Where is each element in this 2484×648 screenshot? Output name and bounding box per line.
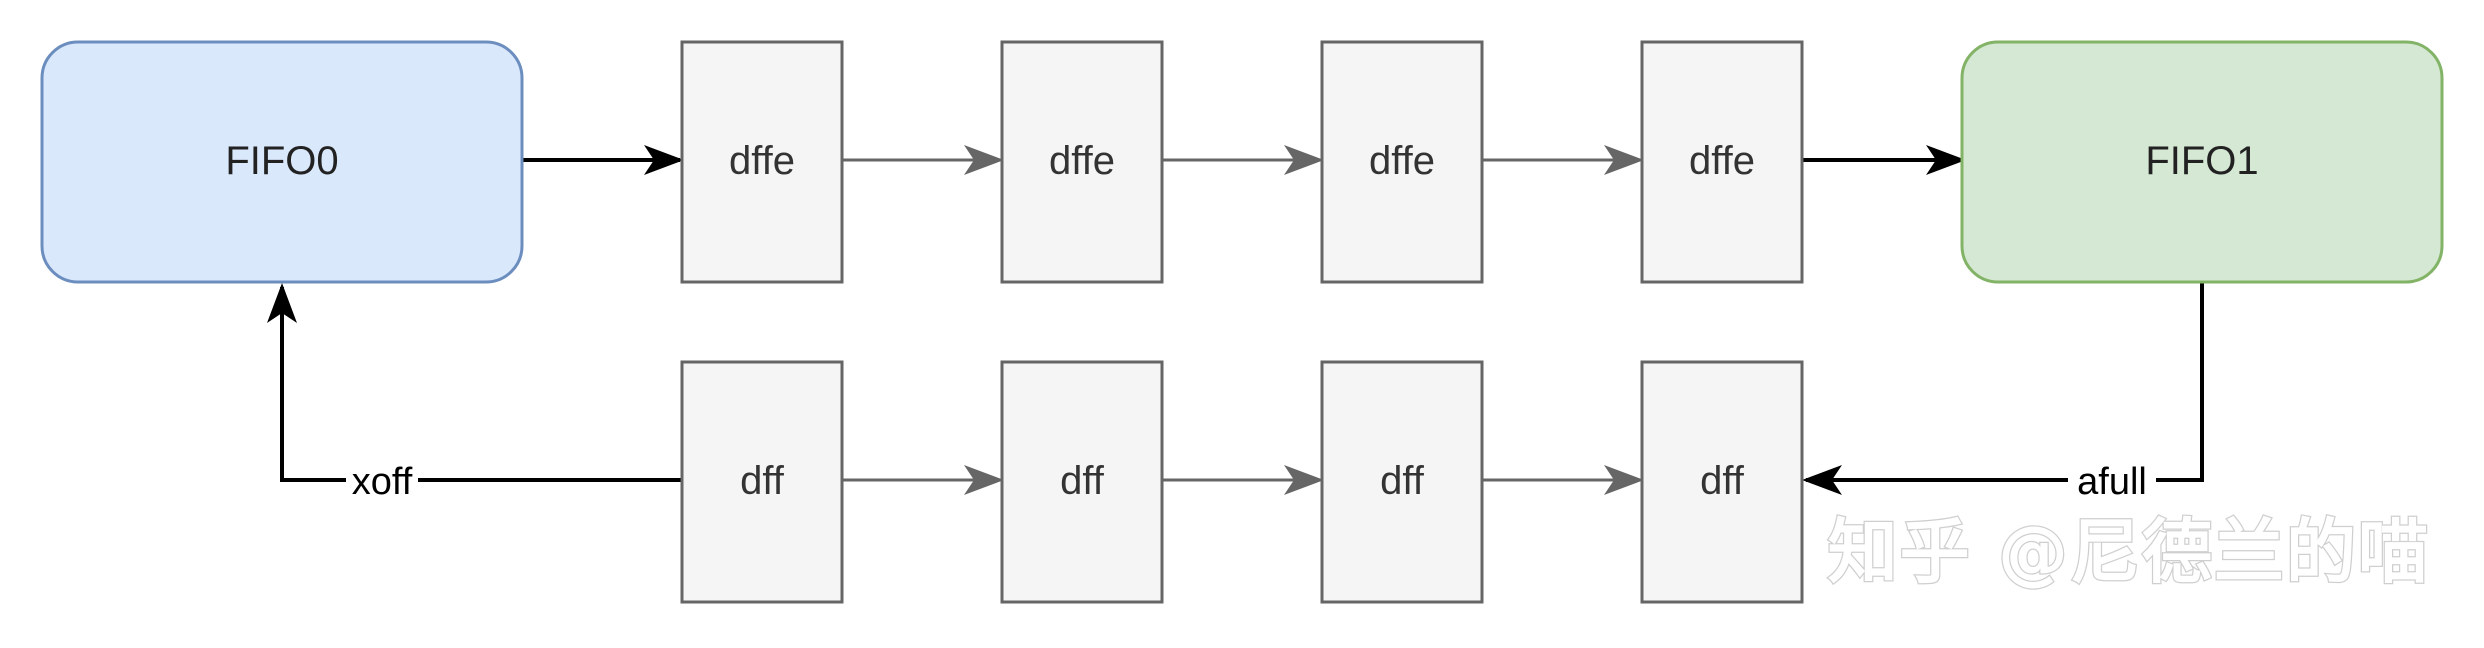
dff-stage-2-label: dff: [1060, 459, 1105, 503]
fifo0-label: FIFO0: [225, 139, 338, 183]
dff-stage-3-label: dff: [1380, 459, 1425, 503]
connectors: [267, 145, 2204, 495]
fifo0-box[interactable]: [40, 40, 524, 284]
afull-label-bg: [2068, 460, 2156, 502]
dffe-stage-2-label: dffe: [1049, 139, 1115, 183]
dffe-stage-3-label: dffe: [1369, 139, 1435, 183]
dff-stage-4[interactable]: dff: [1640, 360, 1804, 604]
dff-stage-1[interactable]: dff: [680, 360, 844, 604]
fifo1-node[interactable]: FIFO1: [1960, 40, 2444, 284]
fifo0-node[interactable]: FIFO0: [40, 40, 524, 284]
top-stage-row: dffe dffe dffe dffe: [680, 40, 1804, 284]
afull-label: afull: [2077, 461, 2147, 503]
dffe-stage-1-box[interactable]: [680, 40, 844, 284]
edge-fifo1-afull-to-dff4: [1802, 282, 2204, 495]
dff-stage-2[interactable]: dff: [1000, 360, 1164, 604]
dffe-stage-4-label: dffe: [1689, 139, 1755, 183]
dff-stage-2-box[interactable]: [1000, 360, 1164, 604]
xoff-label: xoff: [352, 461, 413, 503]
dff-stage-1-box[interactable]: [680, 360, 844, 604]
dffe-stage-2-box[interactable]: [1000, 40, 1164, 284]
dffe-stage-3-box[interactable]: [1320, 40, 1484, 284]
dff-stage-3-box[interactable]: [1320, 360, 1484, 604]
fifo1-box[interactable]: [1960, 40, 2444, 284]
dff-stage-3[interactable]: dff: [1320, 360, 1484, 604]
fifo1-label: FIFO1: [2145, 139, 2258, 183]
watermark-text: 知乎 @尼德兰的喵: [1828, 511, 2430, 593]
dffe-stage-3[interactable]: dffe: [1320, 40, 1484, 284]
dff-stage-4-box[interactable]: [1640, 360, 1804, 604]
dffe-stage-1-label: dffe: [729, 139, 795, 183]
dffe-stage-4[interactable]: dffe: [1640, 40, 1804, 284]
dffe-stage-4-box[interactable]: [1640, 40, 1804, 284]
bottom-stage-row: dff dff dff dff: [680, 360, 1804, 604]
dffe-stage-2[interactable]: dffe: [1000, 40, 1164, 284]
dff-stage-4-label: dff: [1700, 459, 1745, 503]
dff-stage-1-label: dff: [740, 459, 785, 503]
edge-labels: xoff afull: [346, 460, 2156, 503]
dffe-stage-1[interactable]: dffe: [680, 40, 844, 284]
edge-dff1-xoff-to-fifo0: [267, 283, 682, 482]
xoff-label-bg: [346, 460, 418, 502]
